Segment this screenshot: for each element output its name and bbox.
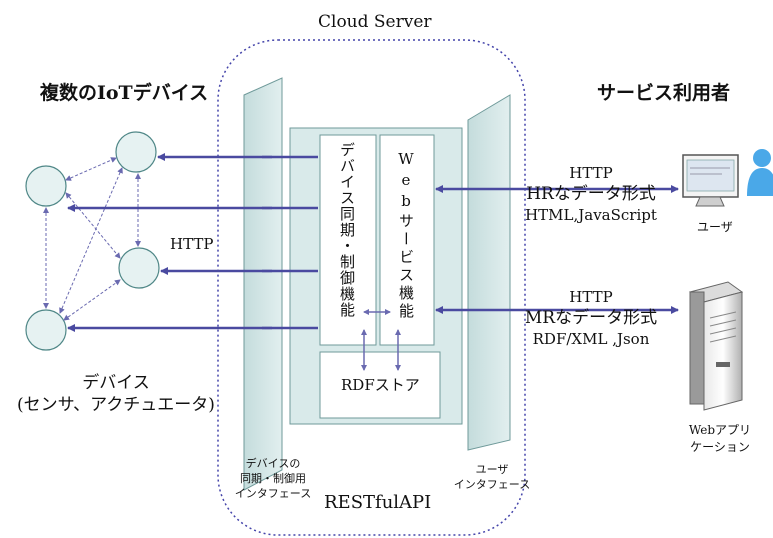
user-interface-caption-line: ユーザ — [475, 463, 509, 476]
webapp-label-line: ケーション — [690, 440, 750, 454]
user-label: ユーザ — [697, 220, 733, 234]
web-service-function-label: Webサービス機能 — [397, 150, 415, 321]
panel-connector-dashes — [262, 155, 272, 330]
app-connection-format: MRなデータ形式 — [524, 308, 658, 328]
app-connection-label: HTTP MRなデータ形式 RDF/XML ,Json — [506, 287, 676, 350]
cloud-server-title: Cloud Server — [318, 12, 432, 32]
user-connection-format: HRなデータ形式 — [526, 184, 656, 204]
iot-devices-heading: 複数のIoTデバイス — [40, 82, 209, 104]
user-interface-panel — [467, 94, 511, 451]
device-interface-panel — [243, 77, 283, 491]
device-label: デバイス (センサ、アクチュエータ) — [6, 372, 226, 416]
device-interface-caption: デバイスの 同期・制御用 インタフェース — [228, 456, 318, 501]
http-left-label: HTTP — [170, 235, 214, 253]
user-connection-examples: HTML,JavaScript — [525, 206, 657, 224]
user-connection-label: HTTP HRなデータ形式 HTML,JavaScript — [506, 163, 676, 226]
device-sync-function-label: デバイス同期・制御機能 — [338, 142, 356, 318]
device-label-line2: (センサ、アクチュエータ) — [17, 395, 215, 415]
device-node — [118, 247, 160, 289]
rdf-store-label: RDFストア — [341, 376, 420, 394]
app-connection-protocol: HTTP — [569, 288, 613, 306]
webapp-label: Webアプリ ケーション — [680, 422, 760, 456]
user-interface-caption: ユーザ インタフェース — [452, 462, 532, 492]
device-interface-caption-line: 同期・制御用 — [240, 472, 306, 485]
app-connection-examples: RDF/XML ,Json — [532, 330, 650, 348]
server-icon — [688, 281, 744, 411]
user-interface-caption-line: インタフェース — [453, 478, 531, 491]
device-node — [25, 309, 67, 351]
device-node — [25, 165, 67, 207]
device-node — [115, 131, 157, 173]
device-label-line1: デバイス — [82, 373, 150, 393]
device-interface-caption-line: デバイスの — [245, 457, 301, 470]
device-http-arrows — [67, 153, 318, 332]
device-mesh-links — [43, 157, 141, 321]
service-users-heading: サービス利用者 — [597, 82, 731, 104]
restful-api-label: RESTfulAPI — [324, 492, 432, 513]
rdf-store-box — [319, 351, 441, 419]
user-connection-protocol: HTTP — [569, 164, 613, 182]
user-computer-icon — [682, 149, 773, 207]
webapp-label-line: Webアプリ — [688, 423, 752, 437]
device-interface-caption-line: インタフェース — [234, 487, 312, 500]
